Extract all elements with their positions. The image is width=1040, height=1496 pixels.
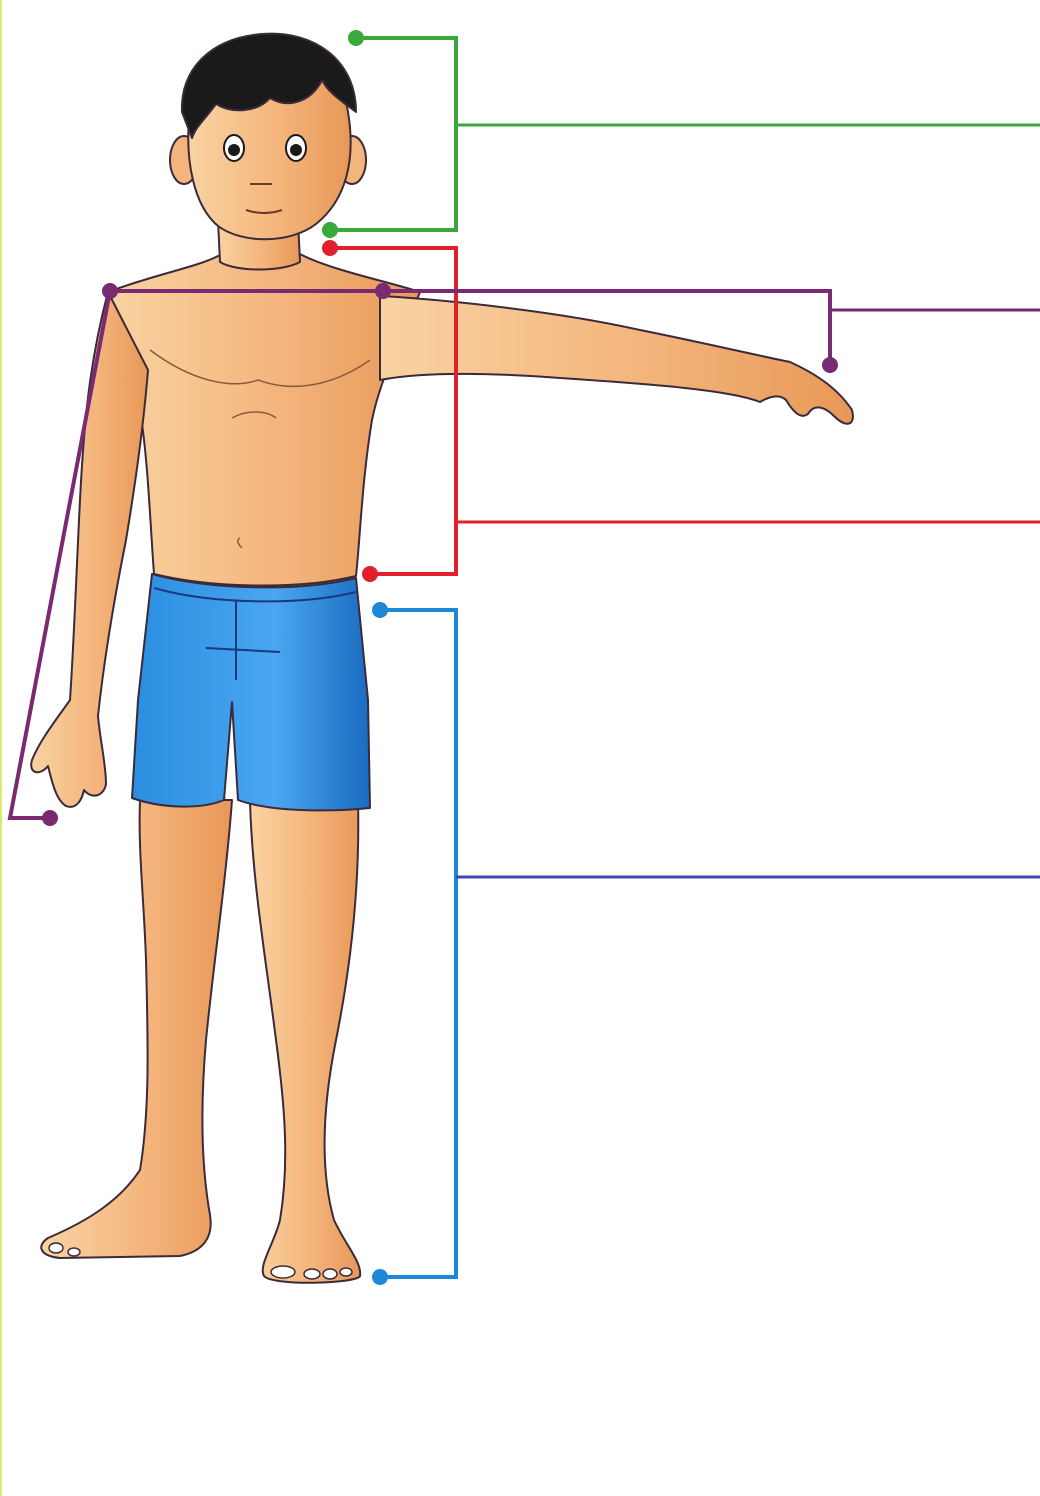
leg-bracket — [380, 608, 458, 1279]
eyes — [223, 134, 307, 162]
torso — [107, 253, 421, 587]
mouth — [245, 183, 283, 214]
head-bracket-bottom-dot — [322, 222, 338, 238]
leg-bracket-bottom-dot — [372, 1269, 388, 1285]
arm-bracket-hand-dot — [822, 357, 838, 373]
arm-bracket — [7, 289, 832, 820]
arm-bracket-shoulder2-dot — [375, 283, 391, 299]
head-bracket-top-dot — [348, 30, 364, 46]
trunk-bracket — [330, 246, 458, 576]
leg-bracket-top-dot — [372, 602, 388, 618]
child-figure — [30, 32, 854, 1284]
swim-shorts — [131, 573, 371, 812]
outstretched-arm — [379, 295, 854, 425]
hair — [180, 32, 357, 139]
left-leg — [249, 799, 362, 1284]
arm-bracket-shoulder-dot — [102, 283, 118, 299]
right-leg — [40, 799, 233, 1259]
toes — [48, 1242, 353, 1280]
arm-bracket-lower-hand-dot — [42, 810, 58, 826]
shorts-fly — [205, 600, 281, 680]
hanging-arm — [30, 291, 149, 808]
shorts-waistband — [153, 587, 357, 603]
head-bracket — [330, 36, 458, 232]
chest-lines — [149, 349, 371, 549]
trunk-bracket-bottom-dot — [362, 566, 378, 582]
trunk-bracket-top-dot — [322, 240, 338, 256]
page-edge-line — [0, 0, 2, 1496]
